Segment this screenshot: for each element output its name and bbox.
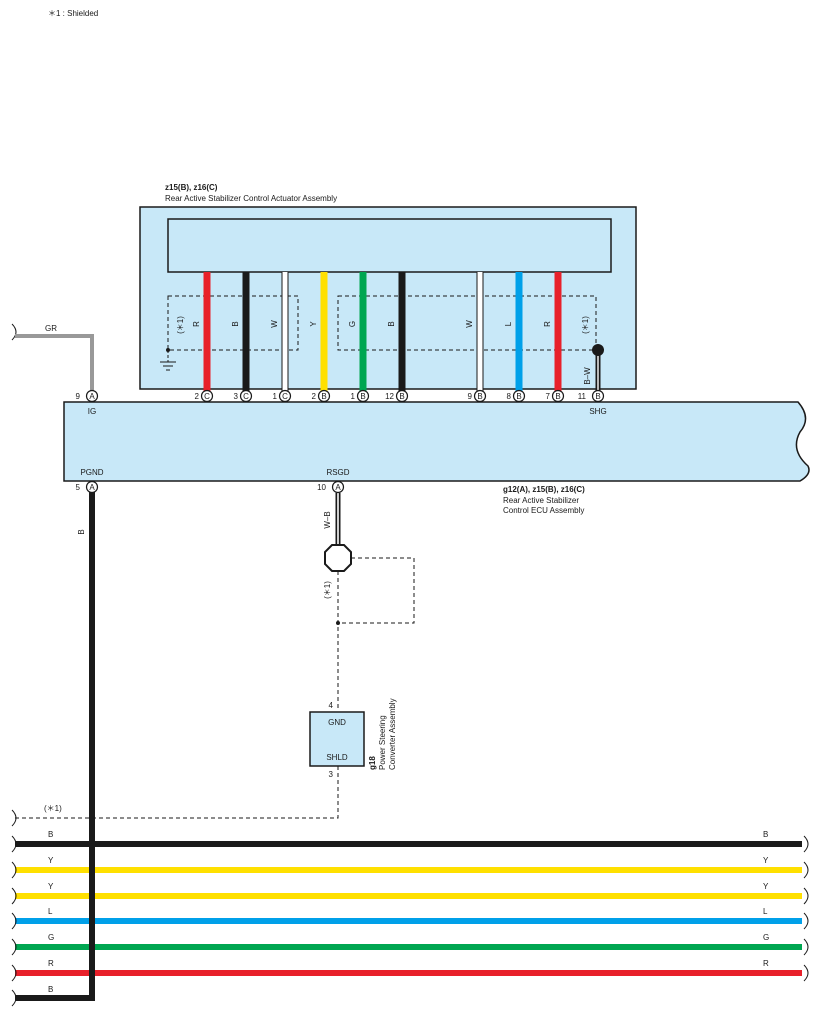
rsgd-pin-number: 10: [317, 483, 326, 492]
ground-symbol: [160, 348, 176, 371]
pin-number: 8: [507, 392, 512, 401]
bus-bottom-label: B: [48, 985, 53, 994]
actuator-wire-sr: YB2SR: [309, 272, 331, 416]
pgnd-conn: A: [89, 483, 95, 492]
actuator-wire-u: RC2U: [192, 272, 214, 416]
pin-number: 9: [468, 392, 473, 401]
wire-color-code: W: [270, 320, 279, 328]
wire-color-code: R: [543, 321, 552, 327]
bus-left-label: G: [48, 933, 54, 942]
pin-connector: B: [399, 392, 404, 401]
pin-connector: C: [282, 392, 288, 401]
ecu-code: g12(A), z15(B), z16(C): [503, 485, 585, 494]
bus-right-label: G: [763, 933, 769, 942]
pgnd-wire-code: B: [77, 529, 86, 534]
ig-wire-code: GR: [45, 324, 57, 333]
pin-number: 2: [312, 392, 317, 401]
converter-name-line1: Power Steering: [378, 715, 387, 770]
pgnd-pin: PGND A 5: [76, 468, 104, 494]
bus-right-label: R: [763, 959, 769, 968]
pin-number: 1: [273, 392, 278, 401]
actuator-left-shield-mark: (＊1): [176, 316, 185, 334]
wire-color-code: B: [387, 321, 396, 326]
bus-left-label: R: [48, 959, 54, 968]
pin-connector: C: [243, 392, 249, 401]
converter-pin-top: 4: [329, 701, 334, 710]
wire-color-code: L: [504, 321, 513, 326]
pin-connector: B: [555, 392, 560, 401]
rsgd-wire: [324, 493, 415, 710]
ig-conn: A: [89, 392, 95, 401]
bus-right-label: Y: [763, 882, 769, 891]
shg-wire: [592, 344, 604, 392]
actuator-inner-box: [167, 218, 612, 273]
ig-wire: [11, 323, 94, 395]
shg-pin-number: 11: [578, 392, 587, 401]
ig-pin-number: 9: [76, 392, 81, 401]
converter-label-top: GND: [328, 718, 346, 727]
rsgd-conn: A: [335, 483, 341, 492]
bus-right-label: Y: [763, 856, 769, 865]
ig-terminal-label: IG: [88, 407, 96, 416]
ig-pin: A 9 IG: [76, 389, 99, 416]
rsgd-pin: RSGD A 10: [317, 468, 350, 494]
pin-connector: B: [516, 392, 521, 401]
bus-right-label: B: [763, 830, 768, 839]
bus-left-label: Y: [48, 882, 54, 891]
rsgd-terminal-label: RSGD: [326, 468, 349, 477]
pgnd-wire: [11, 492, 95, 1007]
actuator-left-shield: [167, 295, 299, 351]
pgnd-terminal-label: PGND: [80, 468, 103, 477]
pin-number: 2: [195, 392, 200, 401]
bus-left-label: Y: [48, 856, 54, 865]
converter-name-line2: Converter Assembly: [388, 698, 397, 770]
actuator-right-shield-mark: (＊1): [581, 316, 590, 334]
pin-number: 3: [234, 392, 239, 401]
converter-label-bottom: SHLD: [326, 753, 348, 762]
bus-shield-mark: (＊1): [44, 804, 62, 813]
rsgd-shield-mark: (＊1): [323, 581, 332, 599]
pin-number: 7: [546, 392, 551, 401]
rsgd-wire-code: W–B: [323, 511, 332, 528]
converter-box: [309, 711, 365, 767]
bus-left-label: B: [48, 830, 53, 839]
converter-pin-bottom: 3: [329, 770, 334, 779]
ecu-box: [63, 401, 810, 482]
bus-shield-line: [11, 766, 339, 827]
pin-connector: B: [321, 392, 326, 401]
ecu-name-line1: Rear Active Stabilizer: [503, 496, 579, 505]
actuator-name: Rear Active Stabilizer Control Actuator …: [165, 194, 337, 203]
wire-color-code: B: [231, 321, 240, 326]
pin-connector: C: [204, 392, 210, 401]
wire-color-code: R: [192, 321, 201, 327]
pin-number: 12: [385, 392, 394, 401]
bus-left-label: L: [48, 907, 53, 916]
bus-right-label: L: [763, 907, 768, 916]
shg-wire-code: B–W: [583, 367, 592, 385]
wire-color-code: Y: [309, 321, 318, 327]
wire-color-code: G: [348, 321, 357, 327]
shg-conn: B: [595, 392, 600, 401]
wire-color-code: W: [465, 320, 474, 328]
pgnd-pin-number: 5: [76, 483, 81, 492]
shg-terminal-label: SHG: [589, 407, 606, 416]
shg-pin: B 11 SHG: [578, 389, 607, 416]
pin-connector: B: [477, 392, 482, 401]
pin-number: 1: [351, 392, 356, 401]
pin-connector: B: [360, 392, 365, 401]
ecu-name-line2: Control ECU Assembly: [503, 506, 584, 515]
actuator-right-shield: [337, 295, 597, 351]
actuator-code: z15(B), z16(C): [165, 183, 218, 192]
legend-note: ＊1 : Shielded: [48, 9, 98, 18]
converter-code: g18: [368, 756, 377, 770]
